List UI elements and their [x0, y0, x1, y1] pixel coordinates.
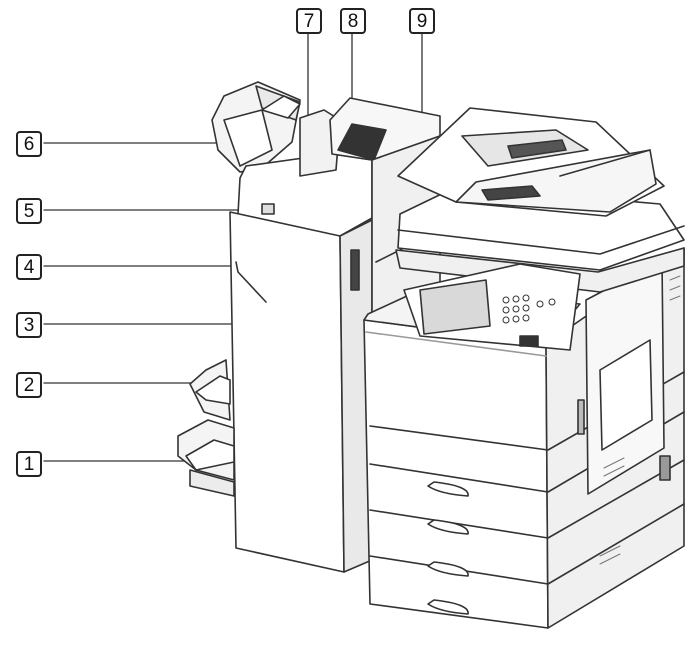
callout-4: 4 [16, 254, 42, 280]
main-body [363, 247, 685, 629]
callout-6: 6 [16, 131, 42, 157]
callout-8: 8 [340, 8, 366, 34]
finisher-unit [177, 81, 373, 573]
callout-3: 3 [16, 312, 42, 338]
callout-1: 1 [16, 451, 42, 477]
scanner-section [363, 107, 685, 351]
callout-9: 9 [409, 8, 435, 34]
callout-5: 5 [16, 198, 42, 224]
callout-7: 7 [296, 8, 322, 34]
callout-2: 2 [16, 372, 42, 398]
